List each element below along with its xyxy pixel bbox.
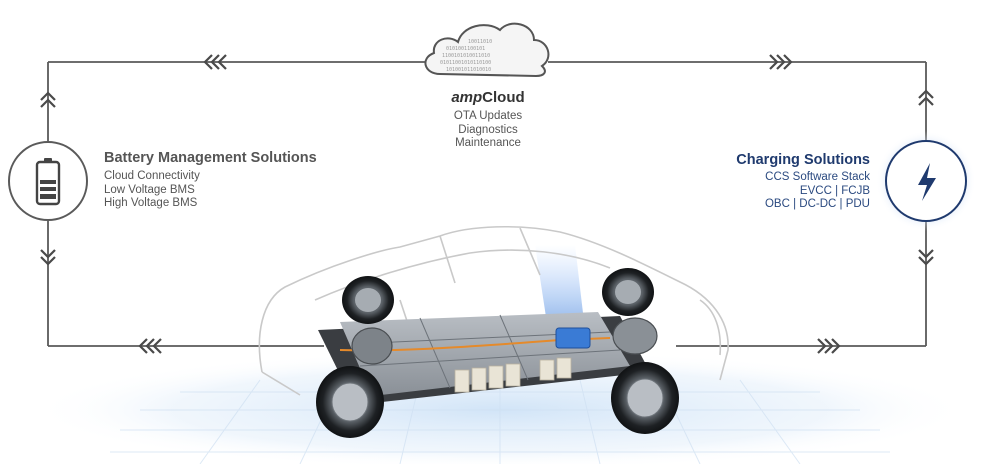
- cloud-icon: 0101001100101 1100101010011010 010110010…: [424, 22, 550, 78]
- arrow-left-bottom: [138, 338, 162, 354]
- svg-text:1100101010011010: 1100101010011010: [442, 53, 490, 59]
- battery-management-node: [8, 141, 88, 221]
- arrow-right-top: [769, 54, 793, 70]
- arrow-right-bottom: [817, 338, 841, 354]
- floor-glow: [30, 350, 970, 469]
- cloud-title-suffix: Cloud: [482, 89, 525, 106]
- bms-title: Battery Management Solutions: [104, 150, 317, 166]
- arrow-down-right: [918, 249, 934, 266]
- charging-item-ccs: CCS Software Stack: [765, 171, 870, 183]
- ev-chassis-illustration: [258, 225, 729, 438]
- cloud-item-diagnostics: Diagnostics: [458, 123, 518, 136]
- cloud-title: ampCloud: [388, 89, 588, 106]
- svg-text:10011010: 10011010: [468, 39, 492, 45]
- bms-item-cloud: Cloud Connectivity: [104, 170, 200, 182]
- wheel-rear-left: [316, 366, 384, 438]
- lightning-bolt-icon: [918, 163, 936, 201]
- cloud-title-prefix: amp: [451, 89, 483, 106]
- charging-item-evcc: EVCC | FCJB: [799, 184, 870, 197]
- charging-title: Charging Solutions: [736, 152, 870, 168]
- svg-text:101001011010010: 101001011010010: [446, 67, 491, 73]
- bms-label-group: Battery Management Solutions Cloud Conne…: [104, 150, 364, 211]
- charging-label-group: Charging Solutions CCS Software Stack EV…: [700, 152, 870, 212]
- svg-text:01011001010110100: 01011001010110100: [440, 60, 491, 66]
- bms-item-low-voltage: Low Voltage BMS: [104, 183, 195, 196]
- arrow-down-left: [40, 249, 56, 266]
- arrow-up-right: [918, 89, 934, 106]
- charging-item-obc: OBC | DC-DC | PDU: [764, 198, 870, 210]
- cloud-label-group: ampCloud OTA Updates Diagnostics Mainten…: [388, 89, 588, 151]
- arrow-left-top: [203, 54, 227, 70]
- wheel-front-right: [611, 362, 679, 434]
- connection-loop: [47, 61, 927, 347]
- cloud-item-maintenance: Maintenance: [455, 137, 521, 149]
- cloud-item-ota: OTA Updates: [453, 110, 523, 122]
- charging-node: [876, 131, 976, 231]
- arrow-up-left: [40, 91, 56, 108]
- wheel-rear-right: [342, 276, 394, 324]
- bms-item-high-voltage: High Voltage BMS: [104, 197, 198, 209]
- svg-text:0101001100101: 0101001100101: [446, 46, 485, 52]
- wheel-front-left: [602, 268, 654, 316]
- battery-icon: [35, 158, 61, 206]
